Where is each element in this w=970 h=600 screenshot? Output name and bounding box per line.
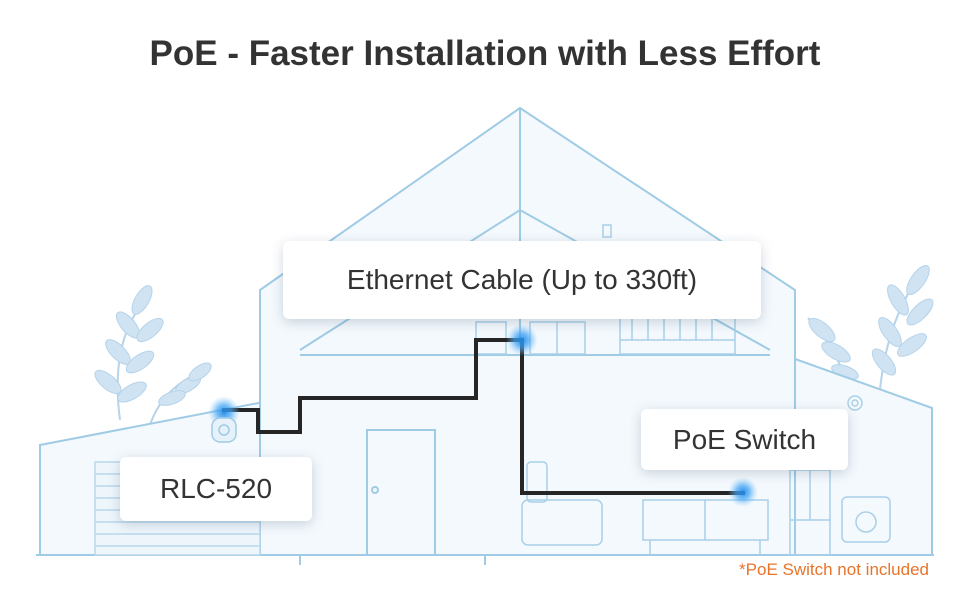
switch-icon: [728, 477, 758, 507]
footnote: *PoE Switch not included: [739, 560, 929, 579]
ethernet-cable-label: Ethernet Cable (Up to 330ft): [283, 241, 761, 319]
right-plant-icon: [807, 265, 934, 391]
page-title: PoE - Faster Installation with Less Effo…: [149, 34, 821, 73]
camera-label-text: RLC-520: [159, 473, 273, 504]
router-icon: [506, 324, 538, 356]
poe-switch-label-text: PoE Switch: [672, 423, 817, 455]
ethernet-cable-label-text: Ethernet Cable (Up to 330ft): [346, 264, 698, 295]
left-plant-icon: [94, 285, 212, 426]
camera-label: RLC-520: [120, 457, 312, 521]
downstairs-furniture: [521, 395, 891, 556]
camera-icon: [208, 396, 240, 443]
door-icon: [366, 429, 436, 556]
poe-switch-label: PoE Switch: [641, 409, 848, 470]
ethernet-cable: [222, 338, 745, 495]
